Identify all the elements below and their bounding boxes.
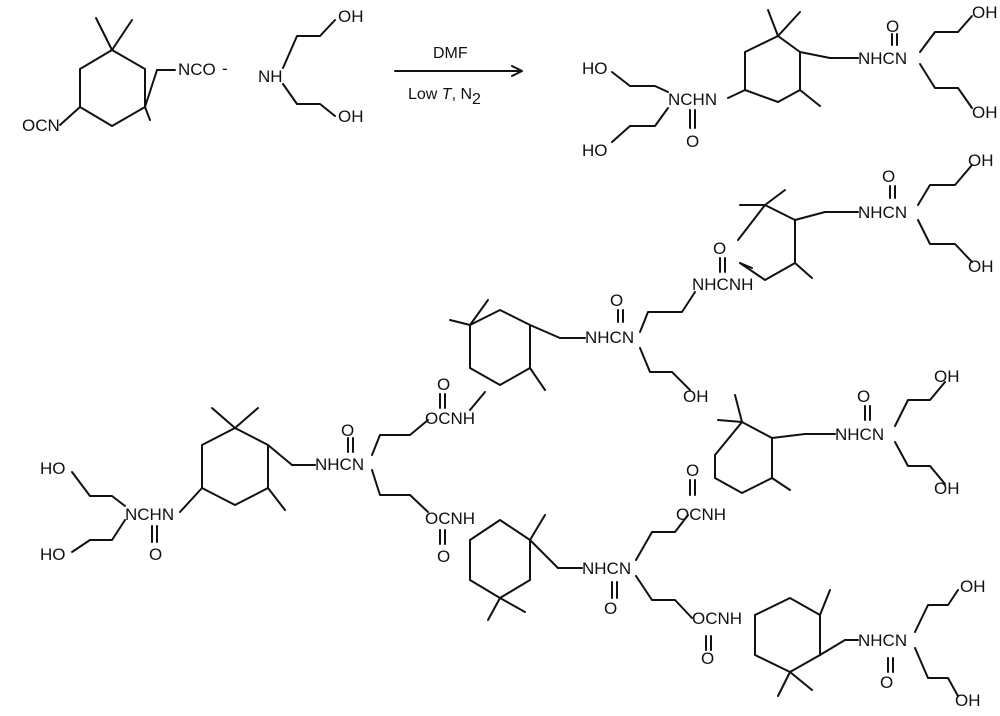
nhcn-label: NHCN (315, 455, 364, 474)
ocnh-label: OCNH (692, 609, 742, 628)
ho-label: HO (40, 459, 66, 478)
carbonyl-o: O (701, 649, 714, 668)
ho-label: HO (40, 545, 66, 564)
carbonyl-o: O (437, 375, 450, 394)
ocnh-label: OCNH (425, 509, 475, 528)
carbonyl-o: O (882, 167, 895, 186)
carbonyl-o: O (880, 673, 893, 692)
nhcn-label: NHCN (835, 425, 884, 444)
oh-label: OH (955, 691, 981, 710)
carbonyl-o: O (857, 387, 870, 406)
carbonyl-o: O (149, 545, 162, 564)
oh-label: OH (960, 577, 986, 596)
nhcn-label: NHCN (858, 631, 907, 650)
carbonyl-o: O (341, 421, 354, 440)
carbonyl-o: O (686, 461, 699, 480)
oh-label: OH (683, 387, 709, 406)
nh-label: NH (258, 67, 283, 86)
nhcn-label: NHCN (858, 49, 907, 68)
ho-label: HO (582, 59, 608, 78)
oh-label: OH (934, 367, 960, 386)
ipdi-molecule: NCO - OCN (22, 17, 228, 135)
carbonyl-o: O (437, 547, 450, 566)
conditions-label: Low T, N2 (408, 86, 481, 108)
nhcn-label: NHCN (582, 559, 631, 578)
solvent-label: DMF (433, 45, 468, 62)
plus-sign: - (222, 59, 228, 78)
ocnh-label: OCNH (425, 409, 475, 428)
oh-label: OH (338, 7, 364, 26)
ho-label: HO (582, 141, 608, 160)
ncahn-label: NCHN (668, 90, 717, 109)
ocnh-label: OCNH (676, 505, 726, 524)
adduct-molecule: NHCN O OH OH NCHN O HO HO (582, 3, 998, 160)
nco-label: NCO (178, 60, 216, 79)
carbonyl-o: O (713, 239, 726, 258)
oh-label: OH (972, 103, 998, 122)
diethanolamine-molecule: NH OH OH (258, 7, 364, 126)
nhcn-label: NHCN (585, 328, 634, 347)
carbonyl-o: O (886, 17, 899, 36)
carbonyl-o: O (604, 599, 617, 618)
reaction-arrow: DMF Low T, N2 (394, 45, 523, 108)
oh-label: OH (968, 151, 994, 170)
nhcn-label: NHCN (858, 203, 907, 222)
ncahn-label: NCHN (125, 505, 174, 524)
oh-label: OH (934, 479, 960, 498)
oh-label: OH (968, 257, 994, 276)
oh-label: OH (338, 107, 364, 126)
carbonyl-o: O (686, 132, 699, 151)
oh-label: OH (972, 3, 998, 22)
carbonyl-o: O (610, 291, 623, 310)
nhcnh-label: NHCNH (692, 275, 753, 294)
hyperbranched-polymer: NHCN O NCHN O HO HO OCNH O NHCN O NHCNH … (40, 151, 994, 710)
ocn-label: OCN (22, 116, 60, 135)
